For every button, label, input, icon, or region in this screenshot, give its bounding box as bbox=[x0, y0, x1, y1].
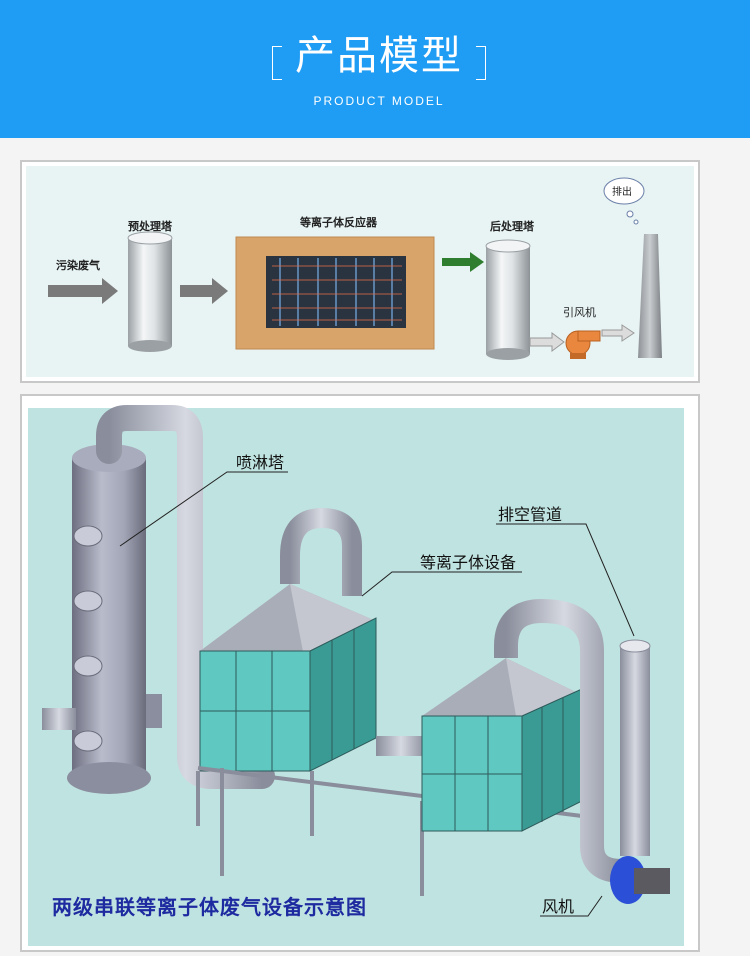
exhaust-pipe bbox=[619, 639, 651, 856]
label-input: 污染废气 bbox=[56, 258, 100, 272]
callout-line-exhaust bbox=[496, 523, 635, 637]
fan-unit bbox=[565, 330, 601, 359]
equipment-panel: 喷淋塔 排空管道 等离子体设备 风机 两级串联等离子体废气设备示意图 bbox=[20, 394, 700, 952]
label-plasma-unit: 等离子体设备 bbox=[420, 553, 516, 572]
pre-tower bbox=[127, 231, 173, 352]
arrow-to-fan bbox=[529, 332, 565, 352]
plasma-unit-2 bbox=[421, 658, 585, 832]
pipe-unit2-to-fan bbox=[494, 598, 623, 883]
page-subtitle: PRODUCT MODEL bbox=[313, 94, 445, 108]
process-flow-panel: 污染废气 预处理塔 等离子体反应器 bbox=[20, 160, 700, 383]
label-fan: 风机 bbox=[542, 897, 574, 916]
fan bbox=[610, 856, 670, 904]
callout-line-fan bbox=[540, 895, 603, 917]
arrow-to-reactor bbox=[180, 278, 228, 304]
exhaust-stack bbox=[638, 234, 662, 358]
equipment-diagram: 喷淋塔 排空管道 等离子体设备 风机 两级串联等离子体废气设备示意图 bbox=[28, 405, 684, 946]
exhaust-cloud-icon: 排出 bbox=[603, 177, 645, 225]
title-frame: 产品模型 bbox=[272, 33, 486, 90]
process-flow-diagram: 污染废气 预处理塔 等离子体反应器 bbox=[26, 166, 694, 377]
input-arrow bbox=[48, 278, 118, 304]
label-exhaust: 排出 bbox=[612, 185, 632, 198]
callout-line-spray-tower bbox=[119, 471, 288, 547]
callout-line-plasma bbox=[361, 571, 522, 597]
pipe-unit1-to-unit2 bbox=[376, 736, 426, 756]
label-spray-tower: 喷淋塔 bbox=[236, 453, 284, 472]
label-reactor: 等离子体反应器 bbox=[299, 215, 378, 229]
plasma-unit-1 bbox=[199, 507, 377, 772]
header-banner: 产品模型 PRODUCT MODEL bbox=[0, 0, 750, 138]
arrow-to-post-tower bbox=[442, 252, 484, 272]
label-fan: 引风机 bbox=[563, 305, 596, 319]
label-post-tower: 后处理塔 bbox=[490, 219, 535, 233]
label-pre-tower: 预处理塔 bbox=[128, 219, 173, 233]
plasma-reactor bbox=[235, 236, 435, 350]
page-title: 产品模型 bbox=[295, 33, 463, 79]
arrow-to-stack bbox=[601, 324, 635, 342]
diagram-caption: 两级串联等离子体废气设备示意图 bbox=[52, 895, 367, 919]
post-tower bbox=[485, 239, 531, 360]
label-exhaust-pipe: 排空管道 bbox=[498, 505, 562, 524]
spray-tower bbox=[42, 444, 162, 794]
